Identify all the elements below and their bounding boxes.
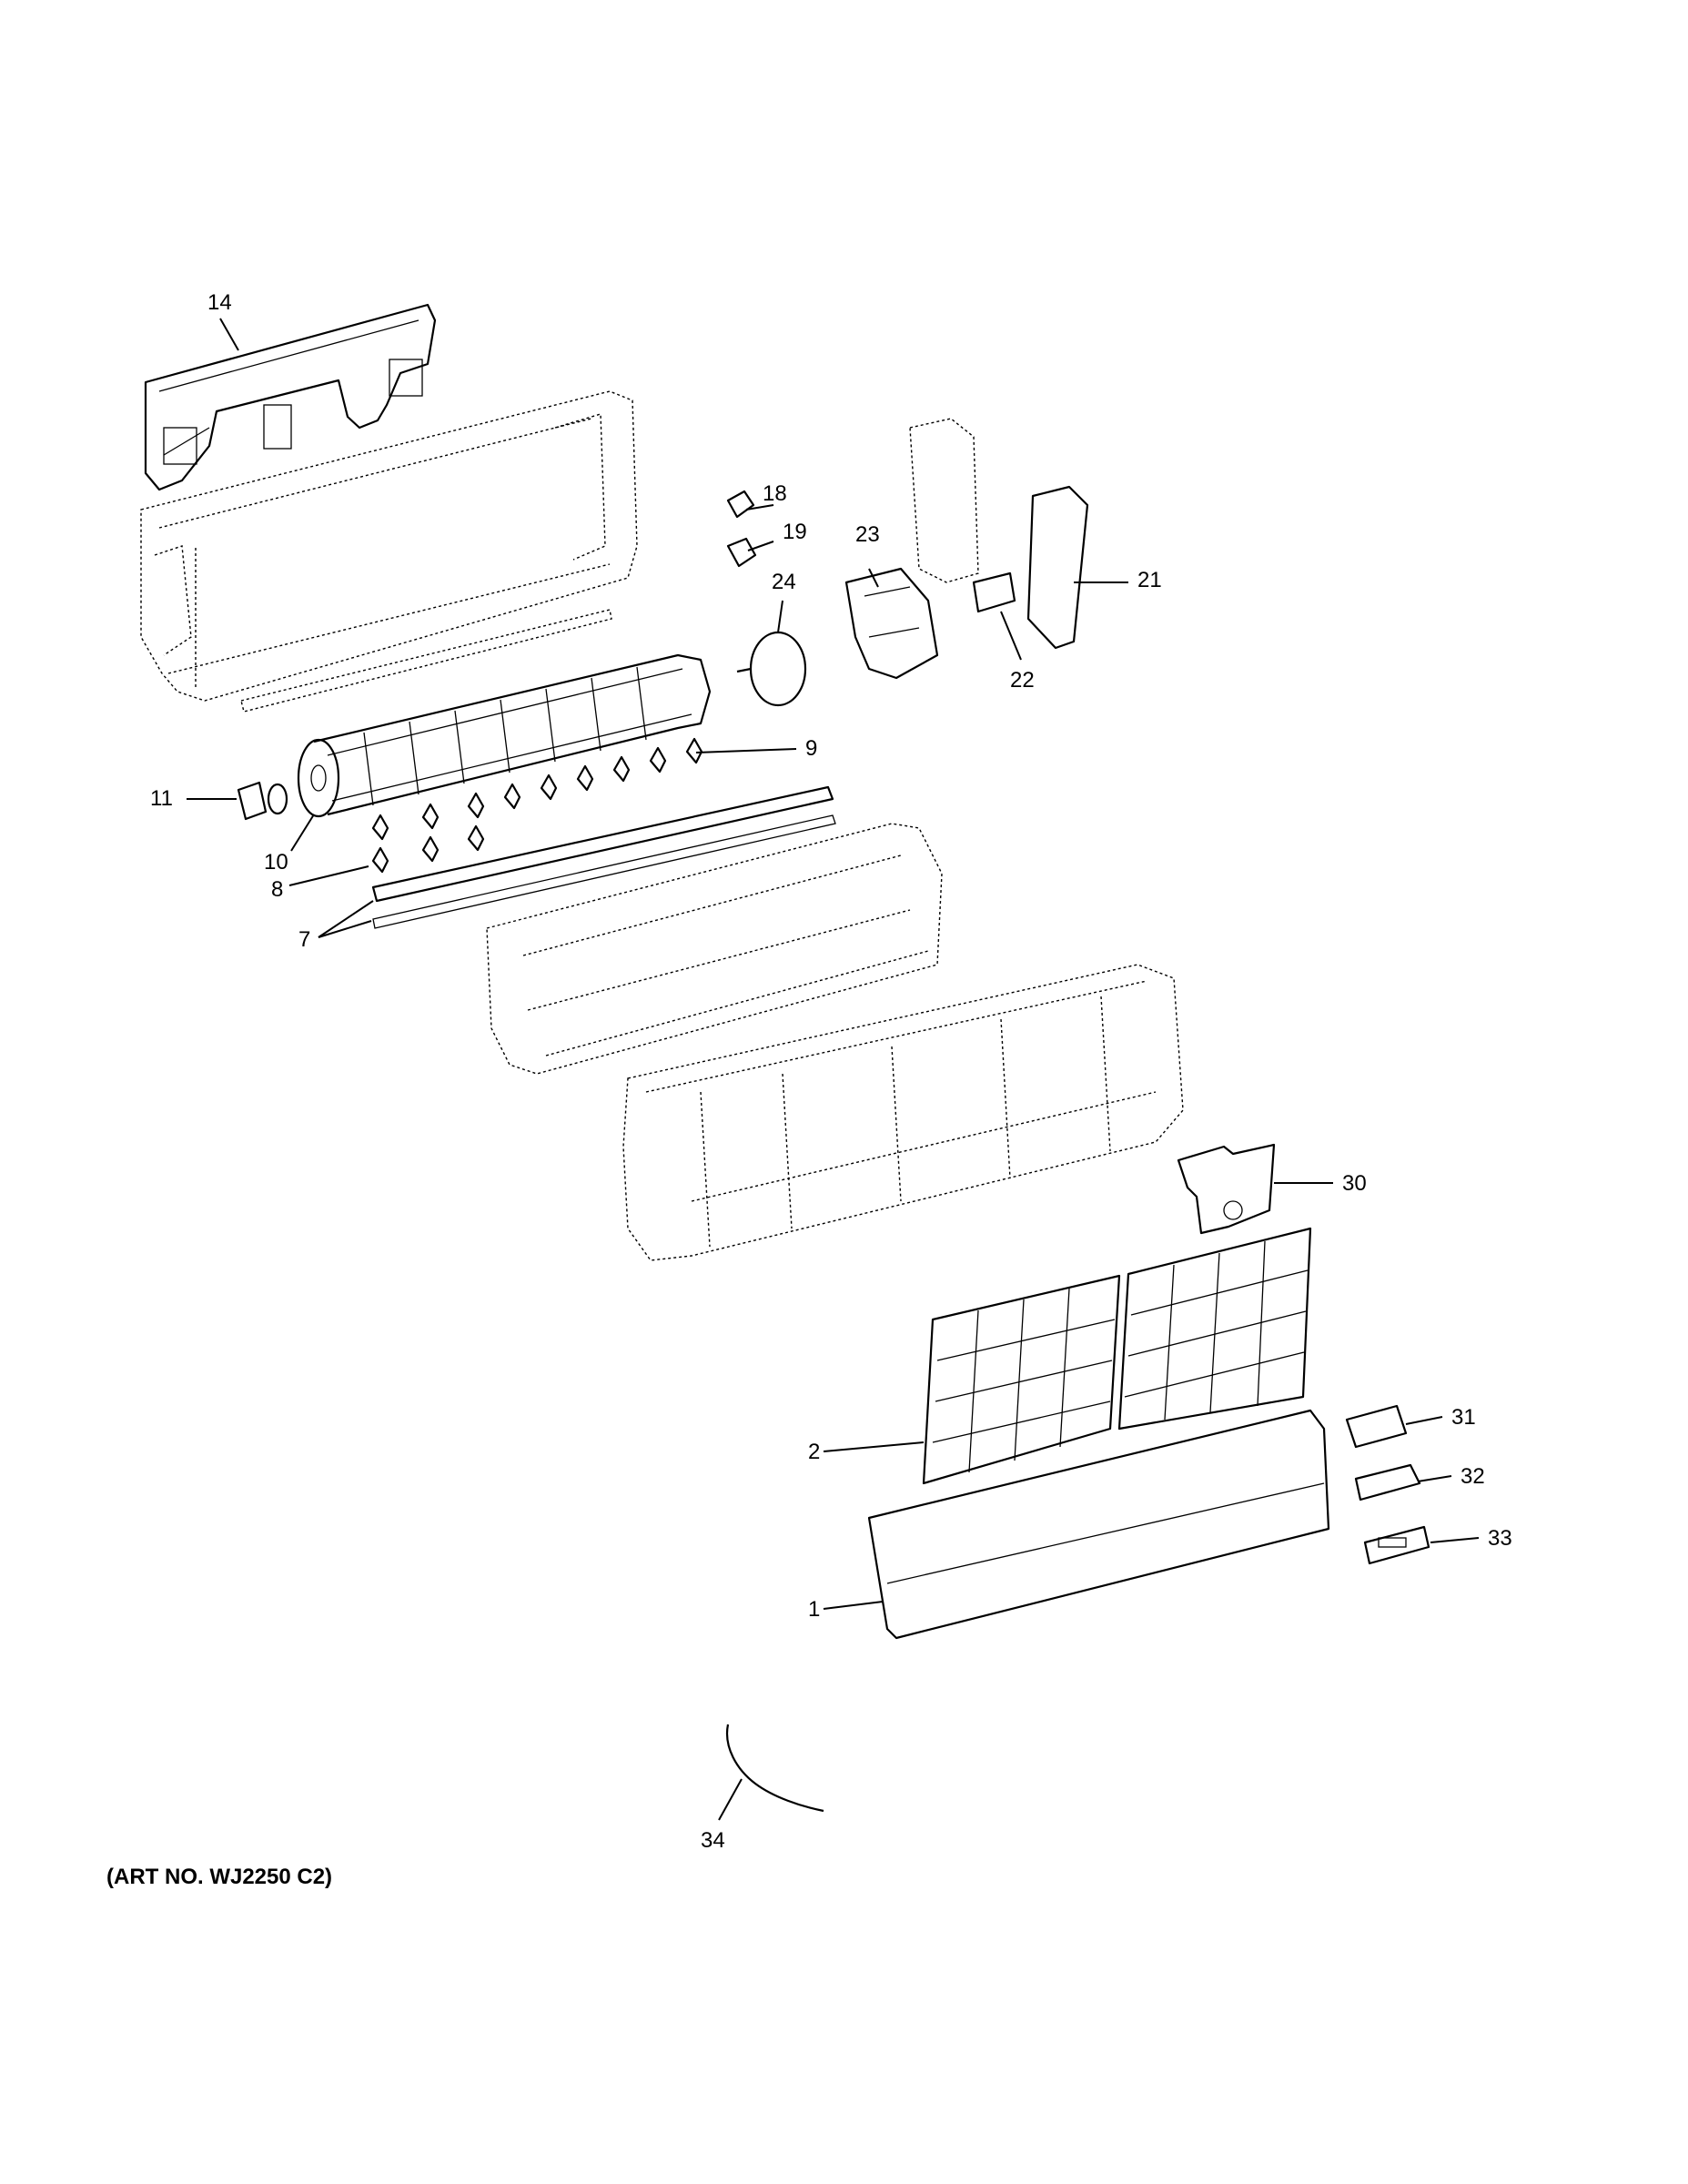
callout-8: 8	[271, 877, 283, 902]
callout-31: 31	[1451, 1405, 1476, 1430]
part-33-board	[1363, 1525, 1430, 1565]
callout-10: 10	[264, 850, 288, 875]
front-frame	[622, 964, 1184, 1261]
callout-34: 34	[701, 1828, 725, 1853]
evaporator-coil	[486, 823, 943, 1075]
deflector-rail	[240, 609, 612, 713]
callout-11: 11	[150, 786, 173, 811]
callout-19: 19	[783, 520, 807, 544]
part-19-part	[726, 537, 757, 568]
part-34-wire	[725, 1724, 824, 1813]
callout-33: 33	[1488, 1526, 1512, 1551]
callout-7: 7	[298, 927, 310, 952]
chassis-housing	[140, 390, 638, 702]
part-21-control-board	[1026, 485, 1089, 650]
callout-21: 21	[1137, 568, 1162, 592]
callout-1: 1	[808, 1597, 820, 1622]
art-number: (ART NO. WJ2250 C2)	[106, 1865, 332, 1889]
part-2-filters	[922, 1227, 1312, 1485]
part-22-terminal-block	[972, 571, 1016, 613]
callout-24: 24	[772, 570, 796, 594]
electrical-box	[909, 418, 979, 583]
part-32-board	[1354, 1463, 1421, 1502]
part-14-mounting-plate	[144, 303, 437, 491]
part-31-board	[1345, 1404, 1408, 1449]
callout-32: 32	[1461, 1464, 1485, 1489]
callout-30: 30	[1342, 1171, 1367, 1196]
callout-14: 14	[207, 290, 232, 315]
callout-22: 22	[1010, 668, 1035, 693]
part-23-motor-bracket	[844, 567, 939, 680]
part-11-bearing	[237, 781, 288, 821]
callout-9: 9	[805, 736, 817, 761]
part-7-vane	[371, 785, 836, 929]
part-24-motor	[736, 631, 807, 707]
callout-23: 23	[855, 522, 880, 547]
part-10-blower-wheel	[297, 653, 712, 818]
callout-2: 2	[808, 1440, 820, 1464]
part-30-cover	[1177, 1143, 1276, 1235]
callout-18: 18	[763, 481, 787, 506]
part-18-part	[726, 490, 755, 519]
part-1-front-panel	[867, 1409, 1330, 1640]
